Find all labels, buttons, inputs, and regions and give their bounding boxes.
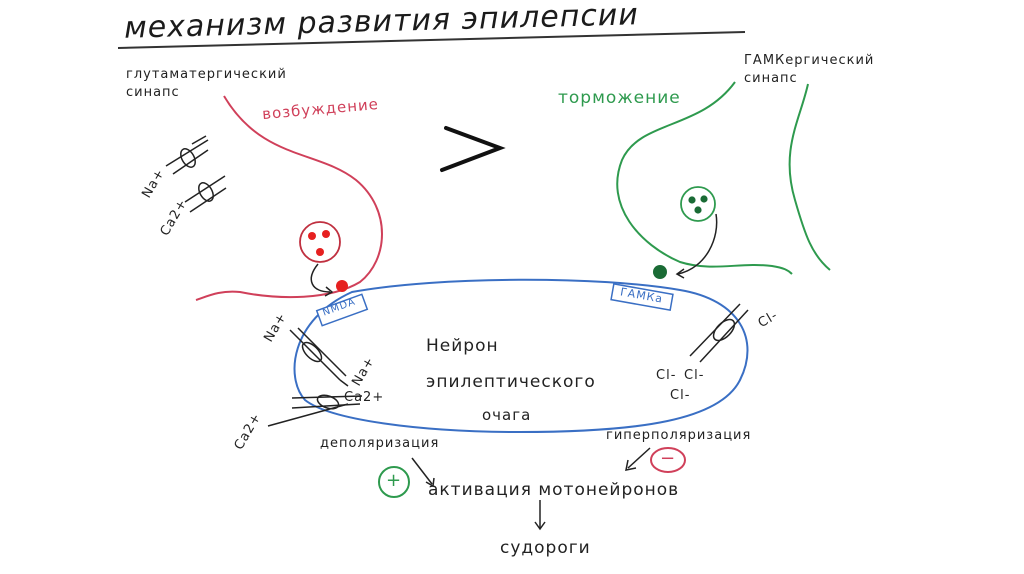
- gaba-molecule: [694, 206, 702, 214]
- glutamate-vesicle: [299, 221, 341, 263]
- depolarization-label: деполяризация: [320, 436, 440, 451]
- arrow-depol-to-activation: [411, 457, 433, 485]
- nmda-receptor: [315, 293, 369, 327]
- greater-than-sign: [440, 126, 506, 172]
- gaba-synapse-label: ГАМКергический синапс: [744, 53, 875, 86]
- cl-ion-inner-1: Cl-: [656, 368, 677, 383]
- na-channel-neuron: [289, 327, 349, 387]
- neuron-label-line1: Нейрон: [426, 336, 499, 356]
- na-channel-upper: [165, 135, 209, 175]
- gaba-a-receptor: [610, 283, 674, 311]
- gaba-molecule: [700, 195, 708, 203]
- glutamate-molecule: [308, 232, 316, 240]
- ca-channel-upper: [184, 175, 227, 213]
- plus-sign: +: [386, 470, 403, 491]
- glutamate-molecule: [322, 230, 330, 238]
- ca-channel-neuron: [267, 394, 363, 427]
- minus-sign: −: [660, 448, 677, 469]
- cl-ion-inner-3: Cl-: [670, 388, 691, 403]
- inhibition-label: торможение: [558, 88, 681, 108]
- gaba-terminal-outline: [616, 81, 831, 275]
- neuron-membrane: [293, 278, 749, 434]
- neuron-label-line3: очага: [482, 406, 532, 424]
- gaba-molecule: [688, 196, 696, 204]
- glutamate-molecule: [316, 248, 324, 256]
- cl-channel: [689, 303, 749, 363]
- release-arrow-right: [677, 213, 718, 275]
- seizures-label: судороги: [500, 538, 591, 558]
- glutamate-terminal-outline: [195, 95, 383, 301]
- released-gaba: [653, 265, 667, 279]
- gaba-vesicle: [680, 186, 716, 222]
- glutamate-synapse-label: глутаматергический синапс: [126, 67, 287, 100]
- ca-ion-label-inner: Ca2+: [344, 390, 385, 405]
- plus-circle: [378, 466, 410, 498]
- neuron-label-line2: эпилептического: [426, 372, 596, 392]
- released-glutamate: [336, 280, 348, 292]
- minus-circle: [650, 447, 686, 473]
- arrow-hyperpol-to-activation: [627, 447, 651, 469]
- cl-ion-inner-2: Cl-: [684, 368, 705, 383]
- hyperpolarization-label: гиперполяризация: [606, 428, 752, 443]
- activation-label: активация мотонейронов: [428, 480, 680, 500]
- title-underline: [117, 31, 746, 49]
- release-arrow-left: [310, 263, 331, 293]
